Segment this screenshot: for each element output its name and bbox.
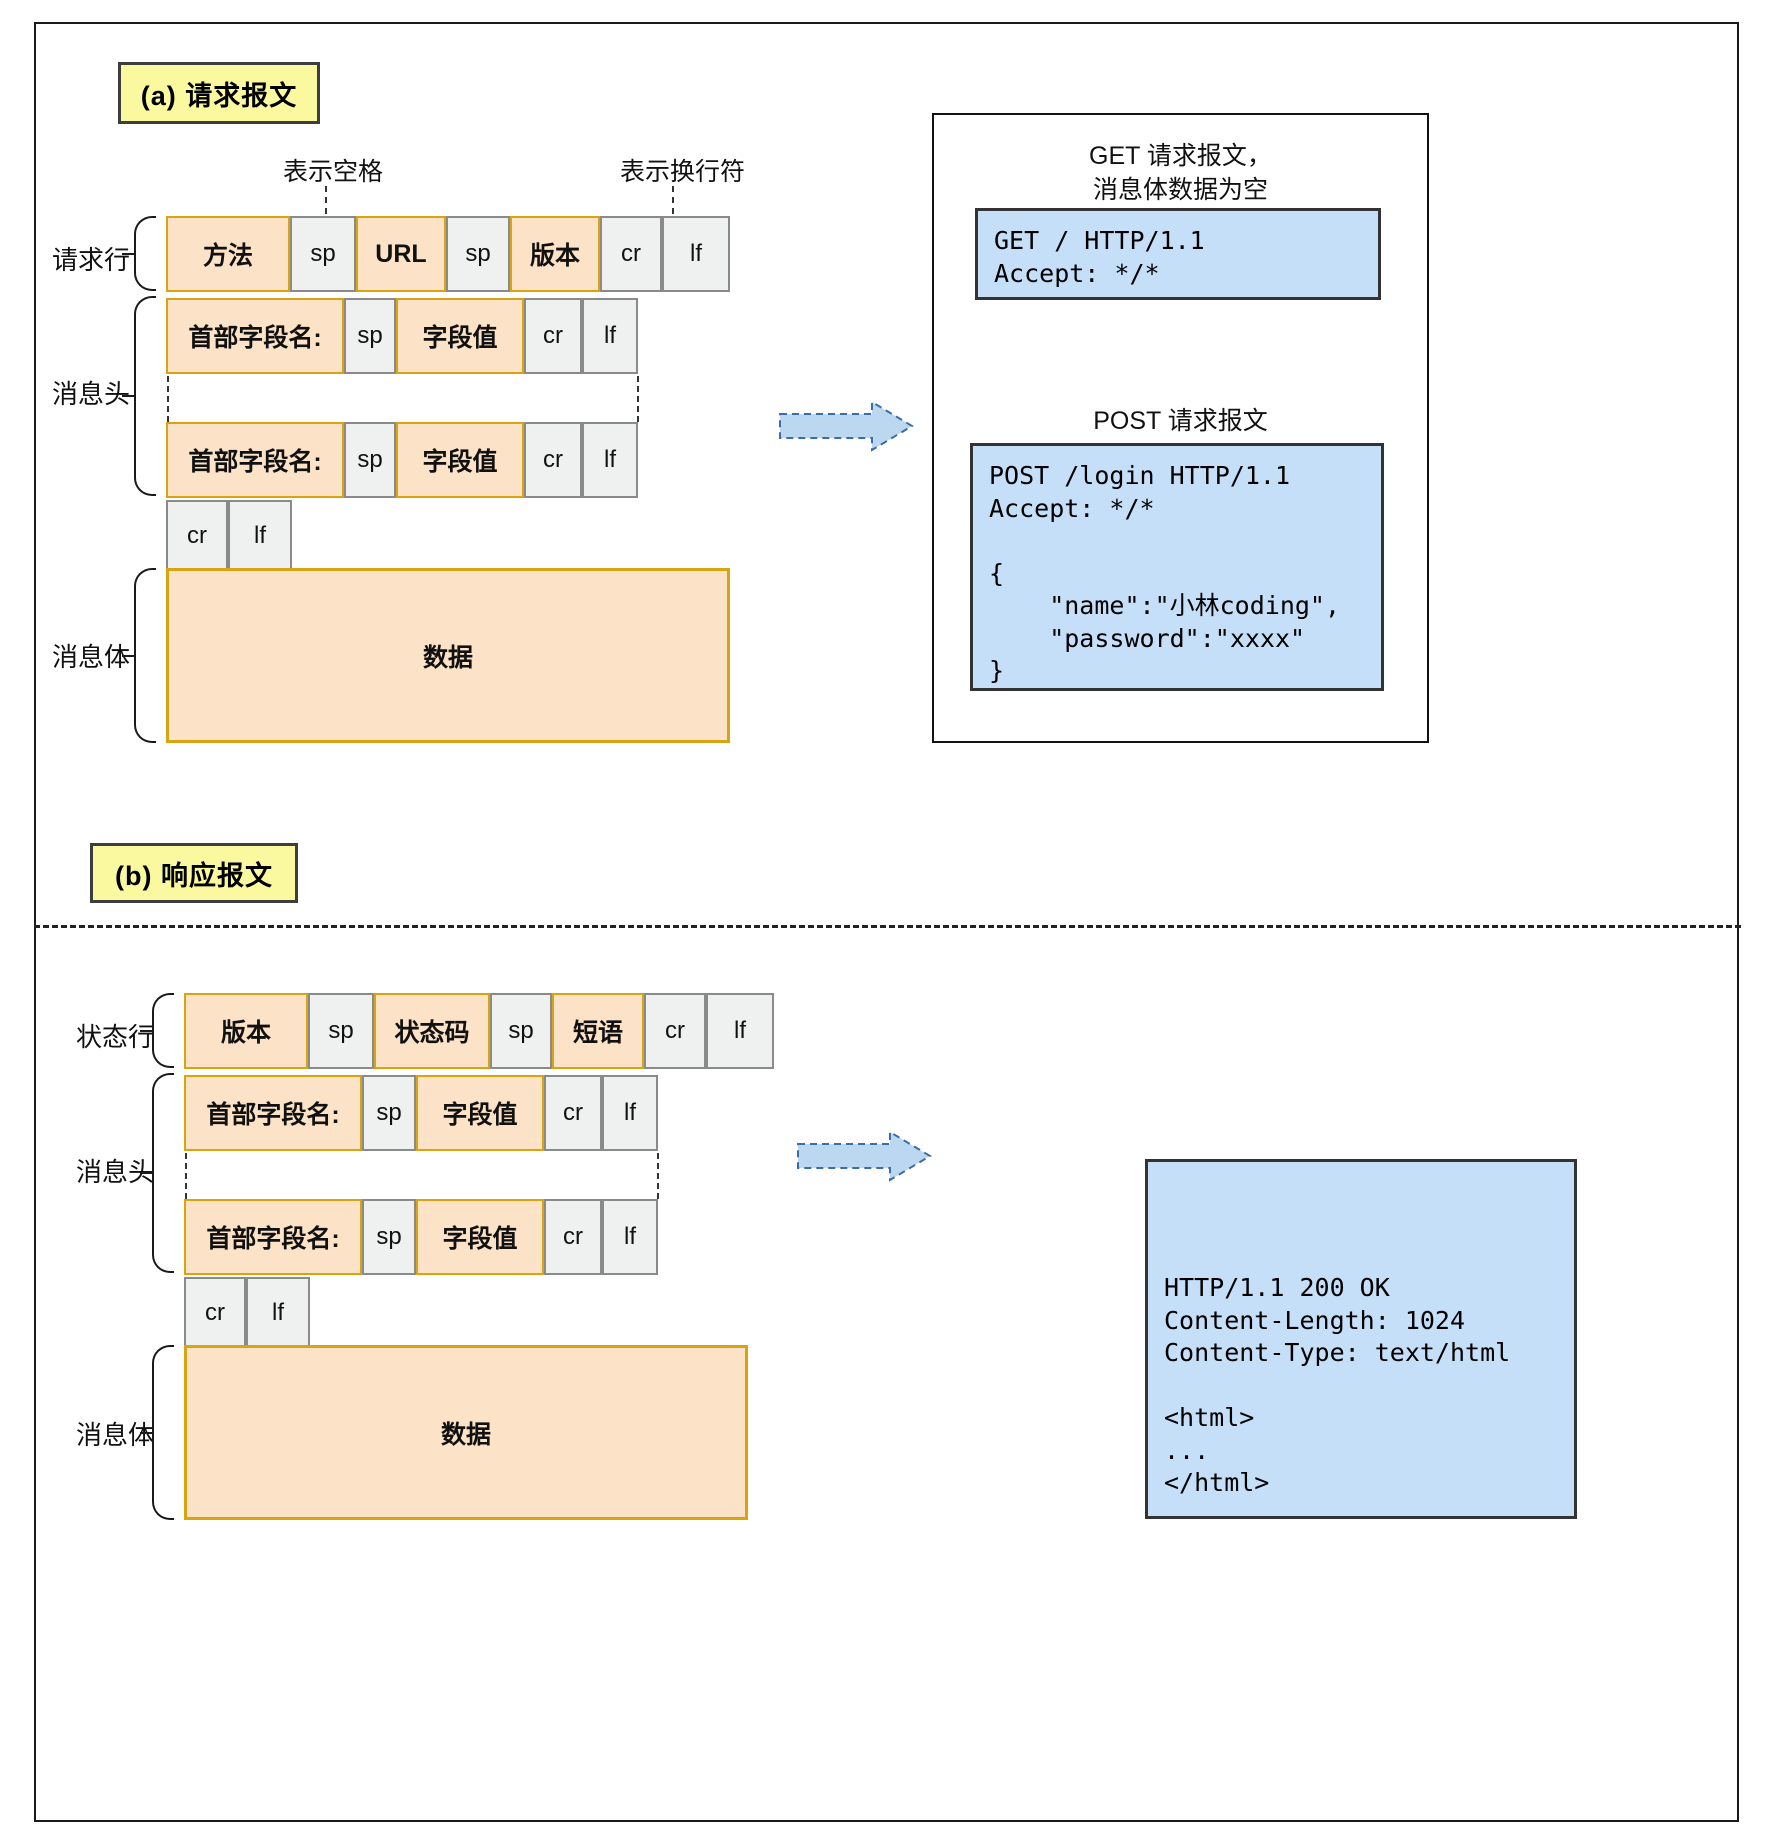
cell-version-a: 版本 <box>510 216 600 292</box>
cell-sp-1: sp <box>290 216 356 292</box>
post-example-caption: POST 请求报文 <box>1093 407 1268 435</box>
cell-lf-1: lf <box>662 216 730 292</box>
brace-headers-a <box>134 296 156 496</box>
group-label-body-b: 消息体 <box>76 1420 155 1450</box>
cell-cr-hb2: cr <box>544 1199 602 1275</box>
cell-lf-hb1: lf <box>602 1075 658 1151</box>
brace-body-a <box>134 568 156 743</box>
group-label-headers-b: 消息头 <box>76 1157 155 1187</box>
cell-sp-a1: sp <box>344 298 396 374</box>
cell-cr-a1: cr <box>524 298 582 374</box>
cell-blank-cr-a: cr <box>166 500 228 572</box>
flow-arrow-b <box>797 1130 932 1182</box>
cell-cr-b1: cr <box>644 993 706 1069</box>
callout-newline-label: 表示换行符 <box>620 158 746 186</box>
headers-continue-left-a <box>167 376 169 422</box>
cell-cr-hb1: cr <box>544 1075 602 1151</box>
headers-continue-left-b <box>185 1153 187 1199</box>
headers-continue-right-b <box>657 1153 659 1199</box>
cell-body-b: 数据 <box>184 1345 748 1520</box>
cell-header-value-b2: 字段值 <box>416 1199 544 1275</box>
group-label-body-a: 消息体 <box>52 642 131 672</box>
cell-sp-hb2: sp <box>362 1199 416 1275</box>
cell-method: 方法 <box>166 216 290 292</box>
cell-header-name-a1: 首部字段名: <box>166 298 344 374</box>
cell-sp-hb1: sp <box>362 1075 416 1151</box>
cell-lf-b1: lf <box>706 993 774 1069</box>
brace-status-line <box>152 993 174 1068</box>
brace-body-b <box>152 1345 174 1520</box>
post-example-message: POST /login HTTP/1.1 Accept: */* { "name… <box>970 443 1384 691</box>
brace-headers-b <box>152 1073 174 1273</box>
cell-reason-phrase: 短语 <box>552 993 644 1069</box>
cell-header-name-b1: 首部字段名: <box>184 1075 362 1151</box>
cell-blank-lf-b: lf <box>246 1277 310 1349</box>
cell-cr-1: cr <box>600 216 662 292</box>
callout-space-leader <box>325 186 327 214</box>
brace-request-line <box>134 216 156 291</box>
group-label-headers-a: 消息头 <box>52 379 131 409</box>
headers-continue-right-a <box>637 376 639 422</box>
callout-space-label: 表示空格 <box>283 158 384 186</box>
cell-lf-hb2: lf <box>602 1199 658 1275</box>
cell-url: URL <box>356 216 446 292</box>
section-divider <box>34 925 1741 928</box>
cell-header-name-a2: 首部字段名: <box>166 422 344 498</box>
cell-header-name-b2: 首部字段名: <box>184 1199 362 1275</box>
diagram-frame <box>34 22 1739 1822</box>
cell-lf-a2: lf <box>582 422 638 498</box>
cell-sp-a2: sp <box>344 422 396 498</box>
section-a-title: (a) 请求报文 <box>118 62 320 124</box>
group-label-status-line: 状态行 <box>76 1022 155 1052</box>
cell-header-value-a1: 字段值 <box>396 298 524 374</box>
cell-body-a: 数据 <box>166 568 730 743</box>
get-example-message: GET / HTTP/1.1 Accept: */* <box>975 208 1381 300</box>
cell-header-value-a2: 字段值 <box>396 422 524 498</box>
get-example-caption: GET 请求报文， 消息体数据为空 <box>1089 142 1272 204</box>
flow-arrow-a <box>779 400 914 452</box>
cell-lf-a1: lf <box>582 298 638 374</box>
cell-version-b: 版本 <box>184 993 308 1069</box>
section-b-title: (b) 响应报文 <box>90 843 298 903</box>
cell-cr-a2: cr <box>524 422 582 498</box>
cell-blank-cr-b: cr <box>184 1277 246 1349</box>
cell-blank-lf-a: lf <box>228 500 292 572</box>
response-example-message: HTTP/1.1 200 OK Content-Length: 1024 Con… <box>1145 1159 1577 1519</box>
cell-header-value-b1: 字段值 <box>416 1075 544 1151</box>
group-label-request-line: 请求行 <box>52 245 131 275</box>
cell-sp-b2: sp <box>490 993 552 1069</box>
cell-sp-b1: sp <box>308 993 374 1069</box>
callout-newline-leader <box>672 186 674 214</box>
cell-status-code: 状态码 <box>374 993 490 1069</box>
cell-sp-2: sp <box>446 216 510 292</box>
